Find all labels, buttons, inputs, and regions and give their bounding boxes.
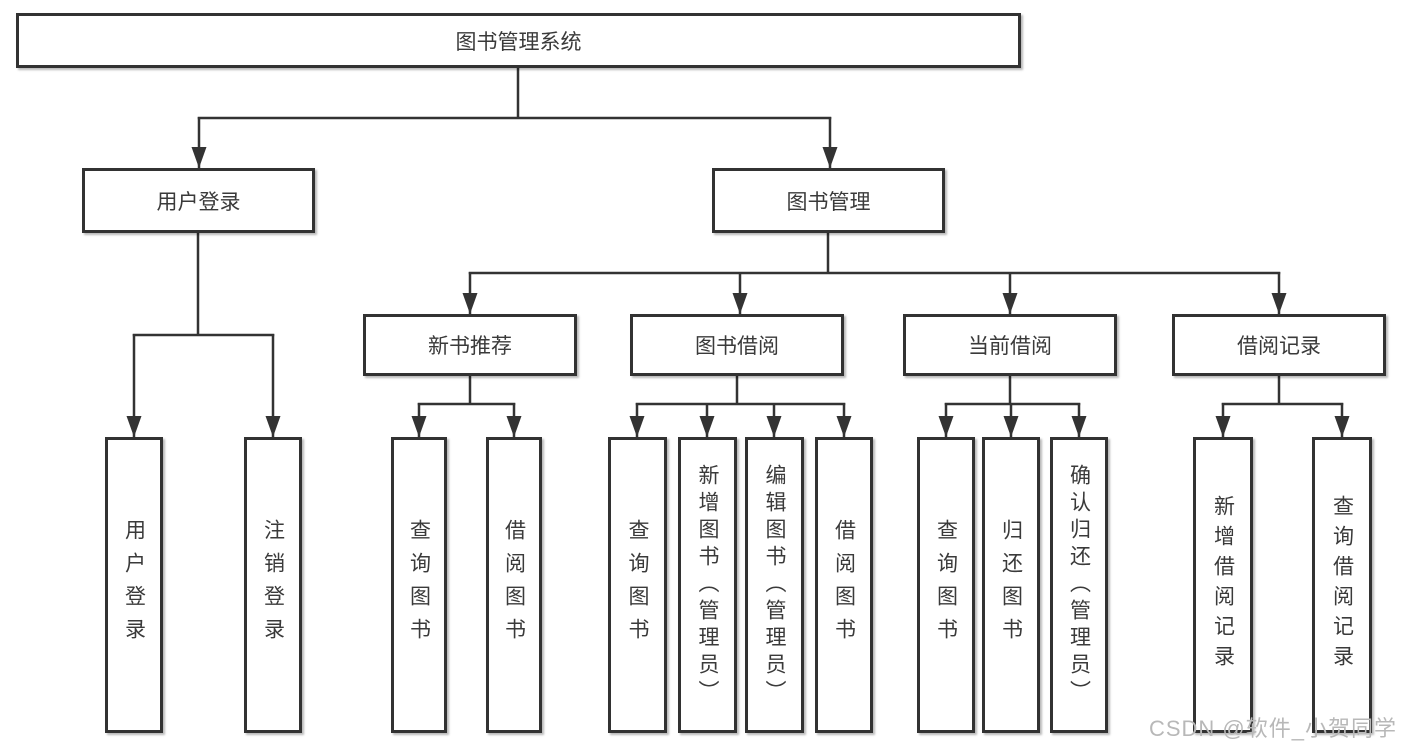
csdn-watermark: CSDN @软件_小贺同学: [1148, 716, 1397, 741]
node-label: 注销登录: [261, 519, 285, 651]
leaf-borrow-books: 借阅图书: [815, 437, 873, 733]
leaf-user-login: 用户登录: [105, 437, 163, 733]
node-book-management: 图书管理: [712, 168, 945, 233]
node-root-system: 图书管理系统: [16, 13, 1021, 68]
leaf-edit-book-admin: 编辑图书（管理员）: [745, 437, 804, 733]
leaf-query-books-recommend: 查询图书: [391, 437, 447, 733]
node-new-book-recommend: 新书推荐: [363, 314, 577, 376]
node-label: 归还图书: [999, 519, 1023, 651]
leaf-confirm-return-admin: 确认归还（管理员）: [1050, 437, 1108, 733]
leaf-borrow-books-recommend: 借阅图书: [486, 437, 542, 733]
node-label: 图书借阅: [695, 335, 779, 358]
node-current-borrowing: 当前借阅: [903, 314, 1117, 376]
node-label: 借阅图书: [832, 519, 856, 651]
node-label: 借阅记录: [1237, 335, 1321, 358]
node-label: 用户登录: [156, 190, 241, 214]
leaf-query-borrow-record: 查询借阅记录: [1312, 437, 1372, 733]
node-label: 新增图书（管理员）: [696, 463, 719, 707]
leaf-add-book-admin: 新增图书（管理员）: [678, 437, 737, 733]
node-label: 新书推荐: [428, 335, 512, 358]
leaf-logout: 注销登录: [244, 437, 302, 733]
node-label: 查询图书: [626, 519, 649, 651]
leaf-return-book: 归还图书: [982, 437, 1040, 733]
node-borrow-records: 借阅记录: [1172, 314, 1386, 376]
node-label: 查询借阅记录: [1330, 495, 1354, 675]
node-label: 当前借阅: [968, 335, 1052, 358]
node-label: 图书管理: [786, 190, 871, 214]
node-label: 确认归还（管理员）: [1067, 463, 1091, 707]
node-label: 编辑图书（管理员）: [763, 463, 786, 707]
leaf-add-borrow-record: 新增借阅记录: [1193, 437, 1253, 733]
node-label: 查询图书: [407, 519, 431, 651]
leaf-query-books-borrowing: 查询图书: [608, 437, 667, 733]
node-label: 借阅图书: [502, 519, 526, 651]
node-label: 查询图书: [934, 519, 958, 651]
node-label: 新增借阅记录: [1211, 495, 1235, 675]
node-label: 图书管理系统: [455, 30, 582, 54]
node-user-login-branch: 用户登录: [82, 168, 315, 233]
leaf-query-books-current: 查询图书: [917, 437, 975, 733]
node-label: 用户登录: [122, 519, 146, 651]
node-book-borrowing: 图书借阅: [630, 314, 844, 376]
